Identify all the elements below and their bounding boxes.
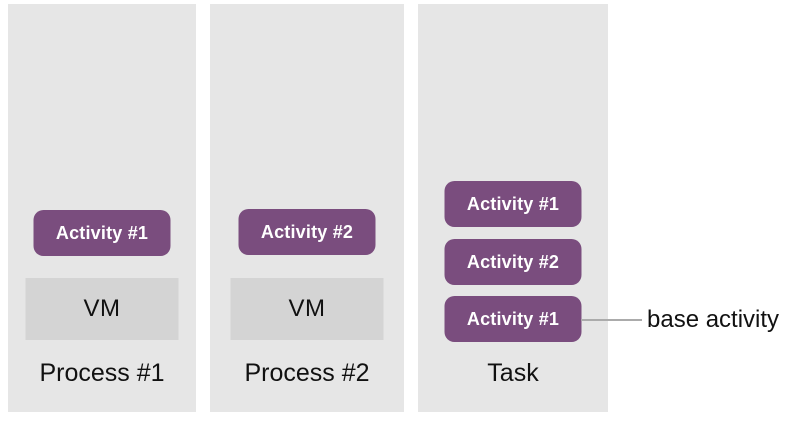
activity-chip-base: Activity #1: [444, 296, 582, 342]
activity-chip: Activity #1: [33, 210, 171, 256]
activity-chip: Activity #2: [444, 239, 582, 285]
vm-box: VM: [230, 278, 384, 340]
vm-label: VM: [288, 295, 326, 322]
activity-chip-label: Activity #2: [466, 251, 560, 272]
activity-chip: Activity #2: [238, 209, 376, 255]
activity-chip: Activity #1: [444, 181, 582, 227]
process-1-panel: Activity #1 VM Process #1: [8, 4, 196, 412]
panel-label-process-1: Process #1: [39, 359, 165, 387]
vm-box: VM: [25, 278, 179, 340]
activity-chip-label: Activity #2: [260, 221, 354, 242]
task-panel: Activity #1 Activity #2 Activity #1 Task: [418, 4, 608, 412]
connector-line: [581, 319, 642, 321]
panel-label-process-2: Process #2: [244, 359, 370, 387]
vm-label: VM: [83, 295, 121, 322]
activity-chip-label: Activity #1: [466, 193, 560, 214]
activity-chip-label: Activity #1: [466, 308, 560, 329]
process-2-panel: Activity #2 VM Process #2: [210, 4, 404, 412]
panel-label-task: Task: [487, 359, 539, 387]
base-activity-label: base activity: [647, 306, 780, 333]
activity-chip-label: Activity #1: [55, 222, 149, 243]
